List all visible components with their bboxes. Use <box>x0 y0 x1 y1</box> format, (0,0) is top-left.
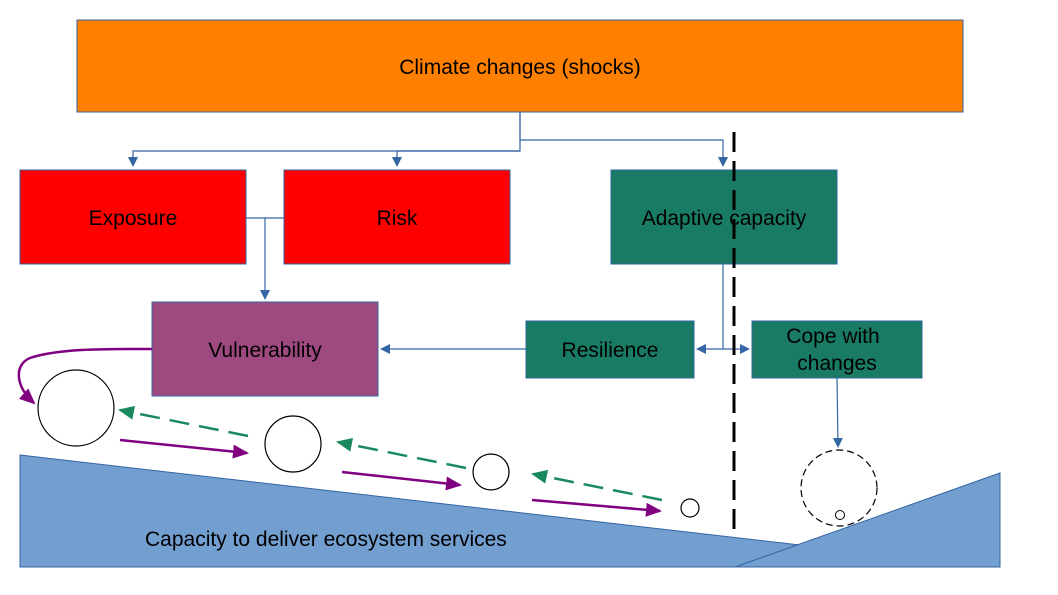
ball-recovered <box>835 510 845 520</box>
recovery-arrows <box>118 405 663 502</box>
risk-label: Risk <box>377 207 418 230</box>
ball-large <box>37 369 115 447</box>
adaptive-capacity-label: Adaptive capacity <box>642 207 807 230</box>
vulnerability-label: Vulnerability <box>208 339 322 362</box>
ball-small <box>472 453 510 491</box>
recovery-slope <box>734 472 1001 568</box>
cope-with-changes-label-line2: changes <box>797 352 876 375</box>
exposure-risk-connector <box>246 217 284 300</box>
ball-dashed-outline <box>800 449 878 527</box>
risk-box <box>283 169 511 265</box>
adaptive-capacity-box <box>610 169 838 265</box>
cope-with-changes-label-line1: Cope with <box>786 325 879 348</box>
resilience-box <box>525 320 695 379</box>
adaptive-split-connectors <box>380 264 843 448</box>
ball-tiny <box>680 498 700 518</box>
climate-connectors <box>128 112 728 167</box>
ball-medium <box>264 415 322 473</box>
capacity-balls <box>37 369 700 518</box>
resilience-label: Resilience <box>562 339 659 362</box>
exposure-box <box>19 169 247 265</box>
exposure-label: Exposure <box>89 207 178 230</box>
capacity-slope-label: Capacity to deliver ecosystem services <box>145 528 507 551</box>
vulnerability-curve-arrow <box>17 347 153 405</box>
cope-with-changes-box <box>751 320 923 379</box>
climate-changes-label: Climate changes (shocks) <box>399 56 641 79</box>
decline-arrows <box>119 438 662 517</box>
climate-changes-box <box>76 19 964 113</box>
